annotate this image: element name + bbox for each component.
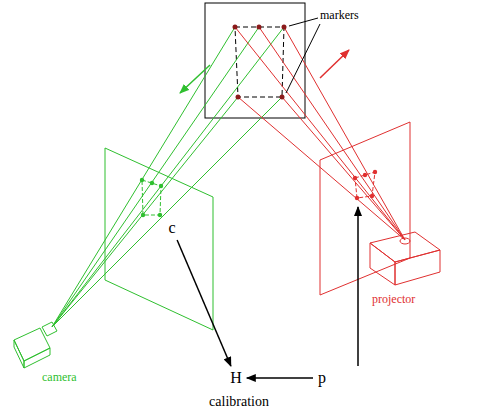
mapping-arrow	[247, 377, 313, 379]
caption: calibration	[209, 394, 269, 410]
projector-label: projector	[372, 292, 415, 307]
symbol-text: p	[318, 369, 326, 386]
mapping-arrow	[177, 240, 231, 366]
symbol-text: c	[168, 219, 175, 236]
symbol-node: H	[226, 367, 246, 389]
symbol-node: p	[314, 367, 330, 389]
symbol-text: H	[230, 369, 242, 386]
camera-label: camera	[42, 370, 77, 385]
symbol-node: c	[164, 217, 179, 239]
markers-label: markers	[320, 8, 359, 23]
